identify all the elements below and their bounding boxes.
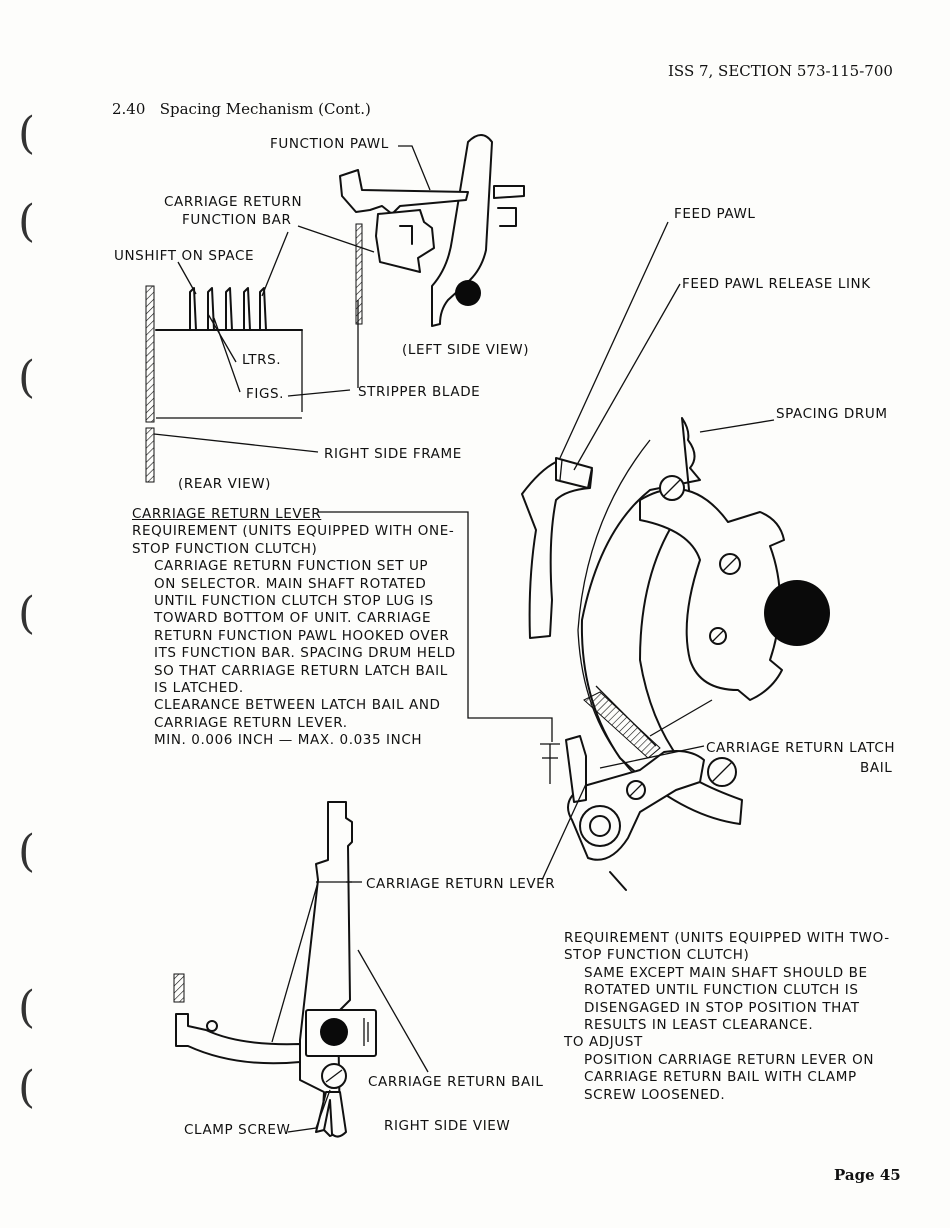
binder-edge-mark: ( <box>18 588 36 639</box>
bail-screw <box>707 757 737 787</box>
requirement-one-stop-line: MIN. 0.006 INCH — MAX. 0.035 INCH <box>154 732 423 749</box>
label-left-side-view: (LEFT SIDE VIEW) <box>402 342 530 358</box>
label-carriage-return-function-bar-line2: FUNCTION BAR <box>182 212 292 228</box>
clamp-screw-head <box>321 1063 347 1089</box>
section-heading: 2.40 Spacing Mechanism (Cont.) <box>112 100 371 118</box>
requirement-one-stop-line: CARRIAGE RETURN FUNCTION SET UP <box>154 558 429 575</box>
requirement-two-stop-line: CARRIAGE RETURN BAIL WITH CLAMP <box>584 1069 857 1086</box>
drum-screw <box>719 553 741 575</box>
bail-screw <box>626 780 646 800</box>
requirement-two-stop-line: SAME EXCEPT MAIN SHAFT SHOULD BE <box>584 964 868 981</box>
binder-edge-mark: ( <box>18 826 36 877</box>
section-title: Spacing Mechanism (Cont.) <box>159 100 371 118</box>
requirement-two-stop-line: DISENGAGED IN STOP POSITION THAT <box>584 999 860 1016</box>
requirement-two-stop-line: ROTATED UNTIL FUNCTION CLUTCH IS <box>584 982 859 999</box>
label-carriage-return-latch-bail-line2: BAIL <box>860 760 893 776</box>
label-carriage-return-lever: CARRIAGE RETURN LEVER <box>366 876 556 892</box>
label-right-side-frame: RIGHT SIDE FRAME <box>324 446 462 462</box>
drum-screw <box>659 475 685 501</box>
requirement-two-stop-line: POSITION CARRIAGE RETURN LEVER ON <box>584 1051 875 1068</box>
section-reference: ISS 7, SECTION 573-115-700 <box>668 62 893 80</box>
requirement-one-stop-heading: CARRIAGE RETURN LEVER <box>132 506 322 522</box>
label-carriage-return-function-bar-line1: CARRIAGE RETURN <box>164 194 303 210</box>
label-stripper-blade: STRIPPER BLADE <box>358 384 481 400</box>
binder-edge-mark: ( <box>18 982 36 1033</box>
label-unshift-on-space: UNSHIFT ON SPACE <box>114 248 255 264</box>
label-carriage-return-bail: CARRIAGE RETURN BAIL <box>368 1074 544 1090</box>
requirement-one-stop-line: ITS FUNCTION BAR. SPACING DRUM HELD <box>154 645 456 662</box>
label-right-side-view: RIGHT SIDE VIEW <box>384 1118 511 1134</box>
requirement-one-stop-line: TOWARD BOTTOM OF UNIT. CARRIAGE <box>154 610 432 627</box>
label-function-pawl: FUNCTION PAWL <box>270 136 389 152</box>
label-rear-view: (REAR VIEW) <box>178 476 272 492</box>
requirement-two-stop-line: TO ADJUST <box>564 1034 643 1051</box>
label-feed-pawl-release-link: FEED PAWL RELEASE LINK <box>682 276 871 292</box>
binder-edge-mark: ( <box>18 108 36 159</box>
requirement-two-stop: REQUIREMENT (UNITS EQUIPPED WITH TWO- ST… <box>564 930 890 1104</box>
drum-screw <box>709 627 727 645</box>
requirement-one-stop-line: ON SELECTOR. MAIN SHAFT ROTATED <box>154 575 427 592</box>
label-figs: FIGS. <box>246 386 285 402</box>
requirement-one-stop-line: IS LATCHED. <box>154 680 244 697</box>
binder-edge-mark: ( <box>18 1062 36 1113</box>
requirement-one-stop-line: UNTIL FUNCTION CLUTCH STOP LUG IS <box>154 593 434 610</box>
rear-view-drawing <box>145 231 359 483</box>
left-side-view-drawing <box>297 134 525 327</box>
requirement-one-stop-line: CARRIAGE RETURN LEVER. <box>154 714 348 731</box>
label-carriage-return-latch-bail-line1: CARRIAGE RETURN LATCH <box>706 740 896 756</box>
binder-edge-mark: ( <box>18 196 36 247</box>
requirement-two-stop-line: REQUIREMENT (UNITS EQUIPPED WITH TWO- <box>564 930 890 946</box>
label-spacing-drum: SPACING DRUM <box>776 406 888 422</box>
requirement-two-stop-line: SCREW LOOSENED. <box>584 1086 726 1103</box>
binder-edge-mark: ( <box>18 352 36 403</box>
label-ltrs: LTRS. <box>242 352 282 368</box>
requirement-one-stop-line: STOP FUNCTION CLUTCH) <box>132 540 318 557</box>
right-side-view-drawing <box>173 801 429 1138</box>
requirement-one-stop-line: SO THAT CARRIAGE RETURN LATCH BAIL <box>154 662 448 679</box>
label-feed-pawl: FEED PAWL <box>674 206 756 222</box>
requirement-one-stop-line: REQUIREMENT (UNITS EQUIPPED WITH ONE- <box>132 523 455 540</box>
spacing-drum-drawing <box>318 221 830 891</box>
requirement-two-stop-line: STOP FUNCTION CLUTCH) <box>564 947 750 964</box>
requirement-one-stop-line: RETURN FUNCTION PAWL HOOKED OVER <box>154 627 450 644</box>
page-number: Page 45 <box>834 1166 901 1184</box>
requirement-one-stop-line: CLEARANCE BETWEEN LATCH BAIL AND <box>154 697 441 714</box>
label-clamp-screw: CLAMP SCREW <box>184 1122 291 1138</box>
section-number: 2.40 <box>112 100 146 118</box>
requirement-one-stop: CARRIAGE RETURN LEVER REQUIREMENT (UNITS… <box>132 506 456 750</box>
requirement-two-stop-line: RESULTS IN LEAST CLEARANCE. <box>584 1017 814 1034</box>
